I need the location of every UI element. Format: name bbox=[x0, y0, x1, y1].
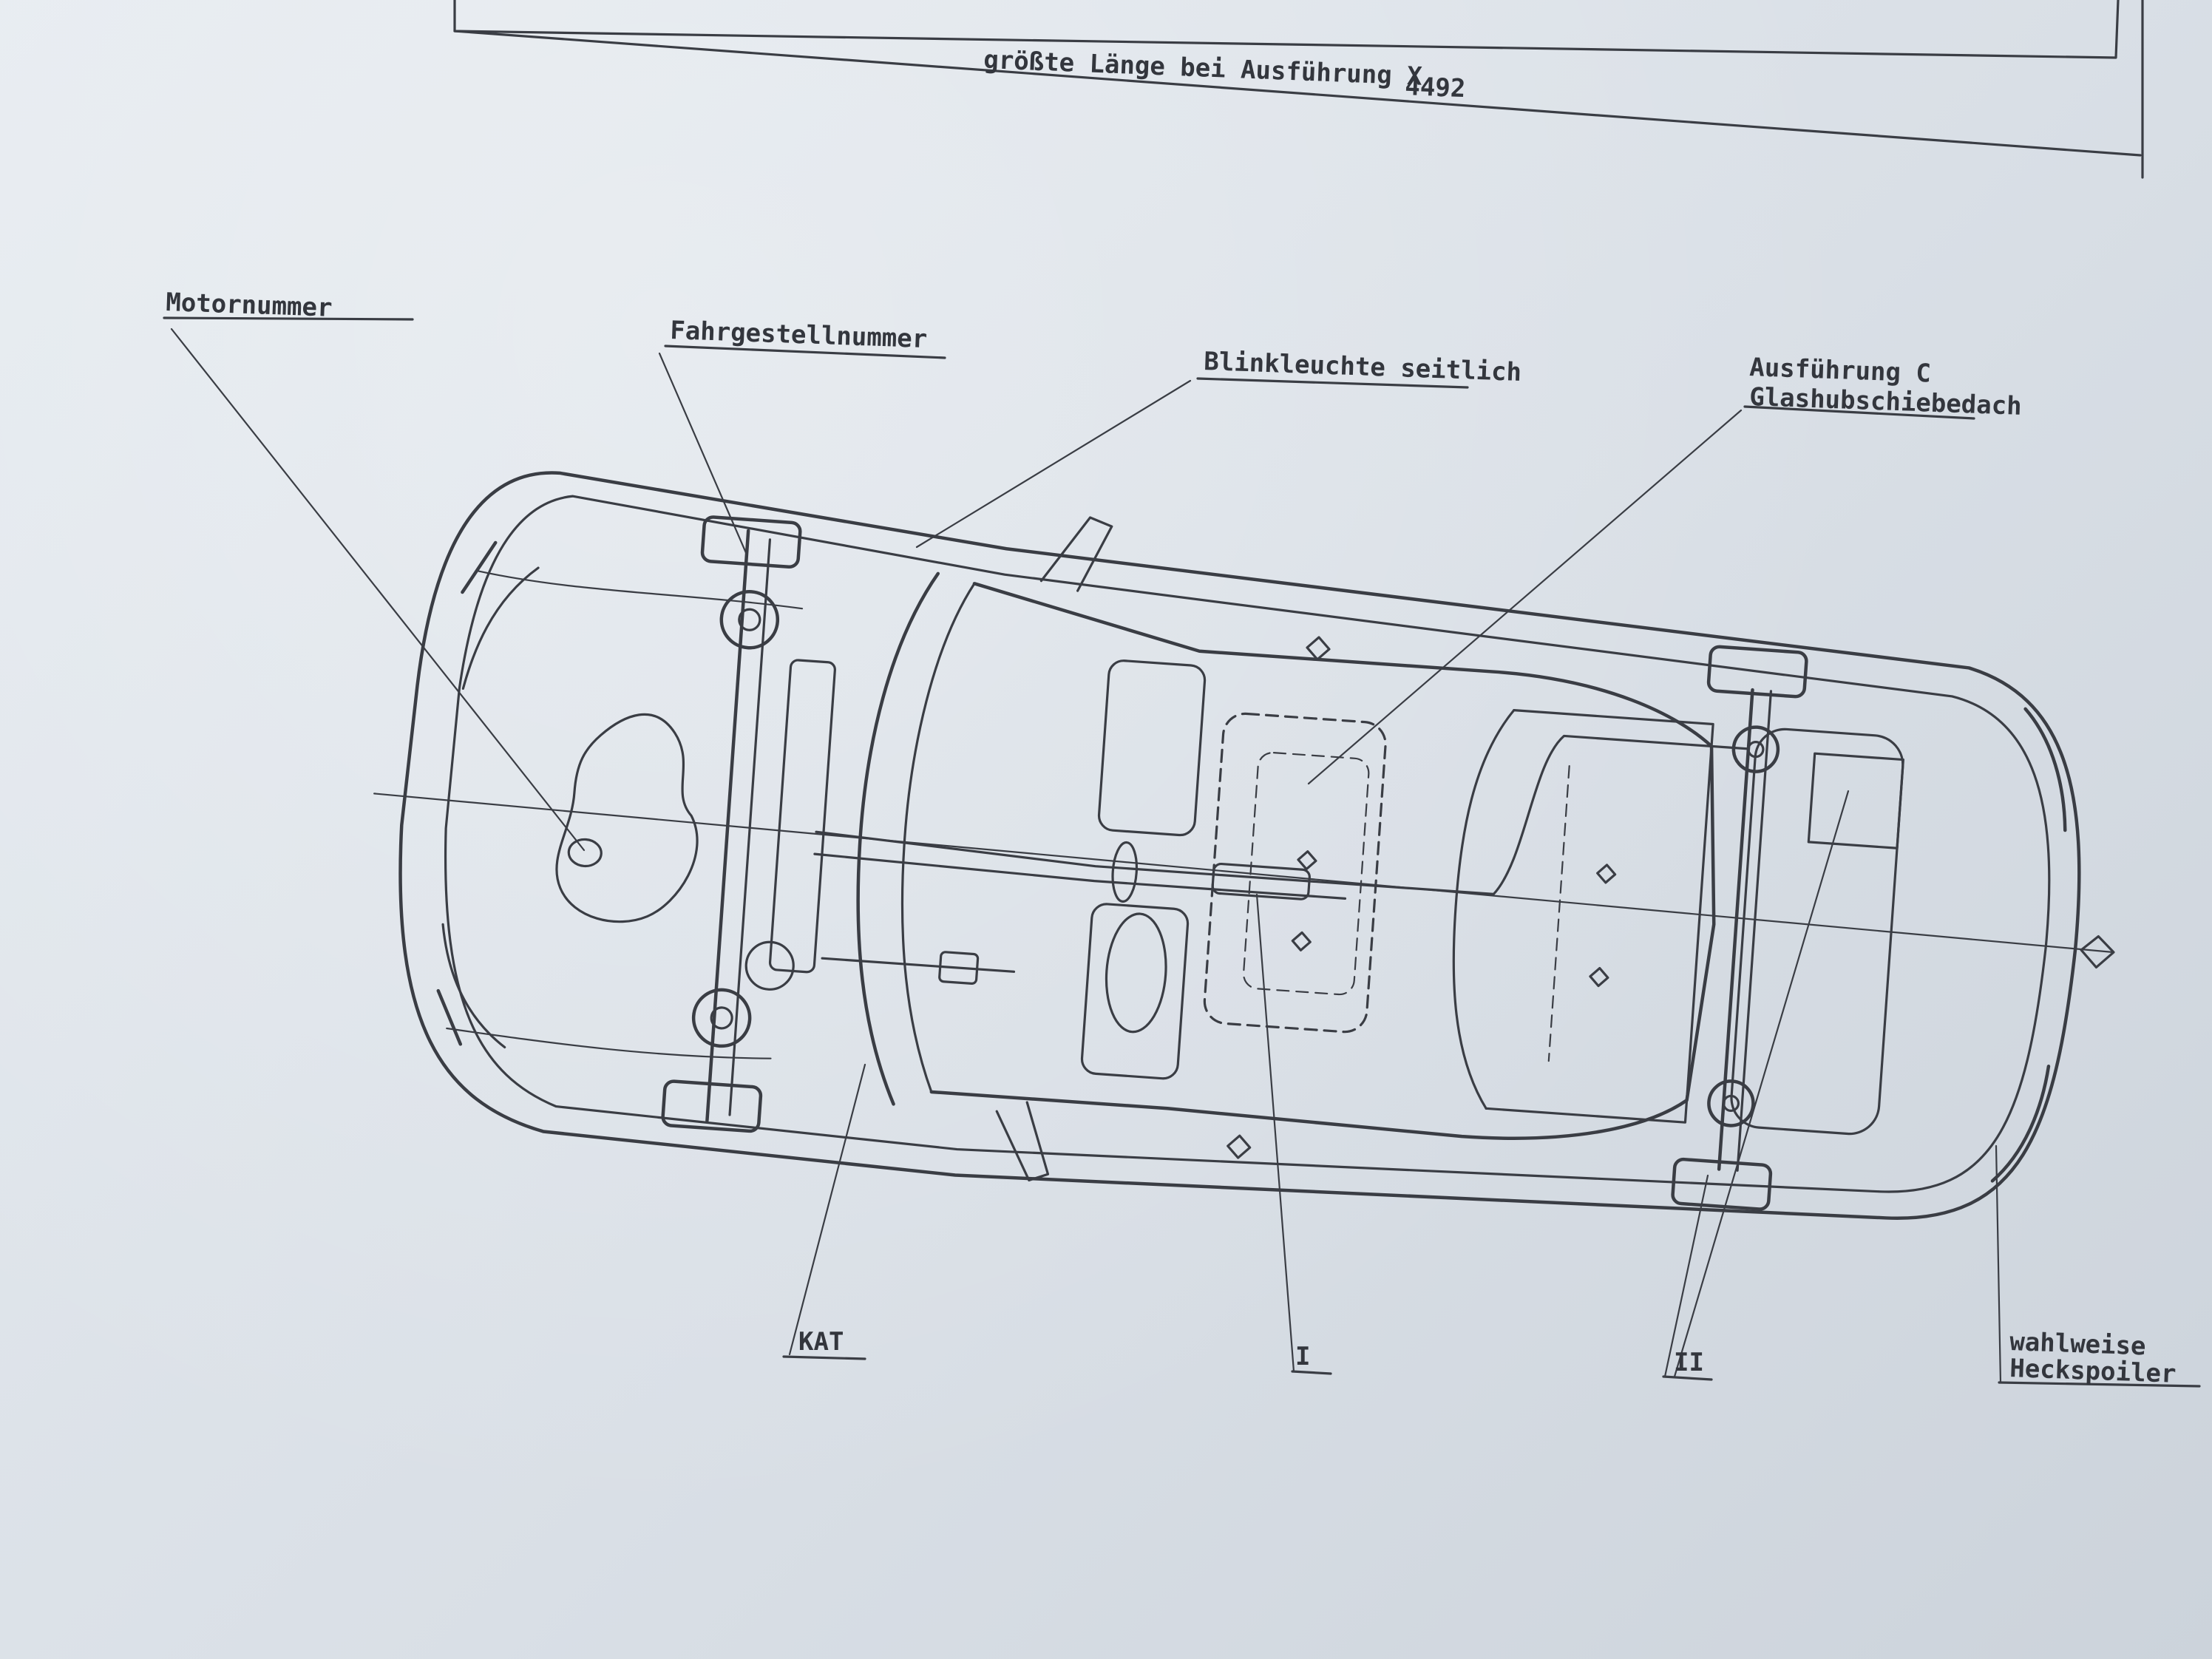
label-motornummer: Motornummer bbox=[166, 288, 333, 323]
leader-lines bbox=[163, 316, 2201, 1388]
mirror-right bbox=[995, 1101, 1050, 1182]
label-heckspoiler: Heckspoiler bbox=[2009, 1354, 2177, 1389]
label-glashubschiebedach: Glashubschiebedach bbox=[1749, 382, 2023, 421]
wheel-rear-right bbox=[1671, 1157, 1773, 1211]
label-ausfuehrung-c: Ausführung C bbox=[1749, 353, 1932, 389]
car-top-view bbox=[373, 471, 2115, 1220]
body-outline bbox=[398, 471, 2081, 1220]
dimension-text: größte Länge bei Ausführung X bbox=[983, 45, 1423, 92]
label-kat: KAT bbox=[798, 1327, 844, 1357]
centerline bbox=[373, 793, 2114, 953]
labels: Motornummer Fahrgestellnummer Blinkleuch… bbox=[166, 288, 2177, 1389]
wheel-front-left bbox=[700, 515, 802, 569]
label-marker-1: I bbox=[1295, 1342, 1310, 1371]
dimension-value: 4492 bbox=[1405, 72, 1466, 104]
dimension-frame: größte Länge bei Ausführung X 4492 bbox=[453, 0, 2144, 179]
cabin-outline bbox=[929, 582, 1716, 1140]
engine-block bbox=[555, 713, 699, 923]
exhaust-line bbox=[815, 734, 1750, 895]
wheel-front-right bbox=[661, 1079, 763, 1133]
label-wahlweise: wahlweise bbox=[2009, 1327, 2147, 1361]
mirror-left bbox=[1039, 516, 1113, 592]
sunroof-outline bbox=[1203, 712, 1387, 1034]
label-marker-2: II bbox=[1674, 1348, 1704, 1377]
wheel-rear-left bbox=[1706, 645, 1808, 699]
windshield bbox=[856, 571, 940, 1106]
